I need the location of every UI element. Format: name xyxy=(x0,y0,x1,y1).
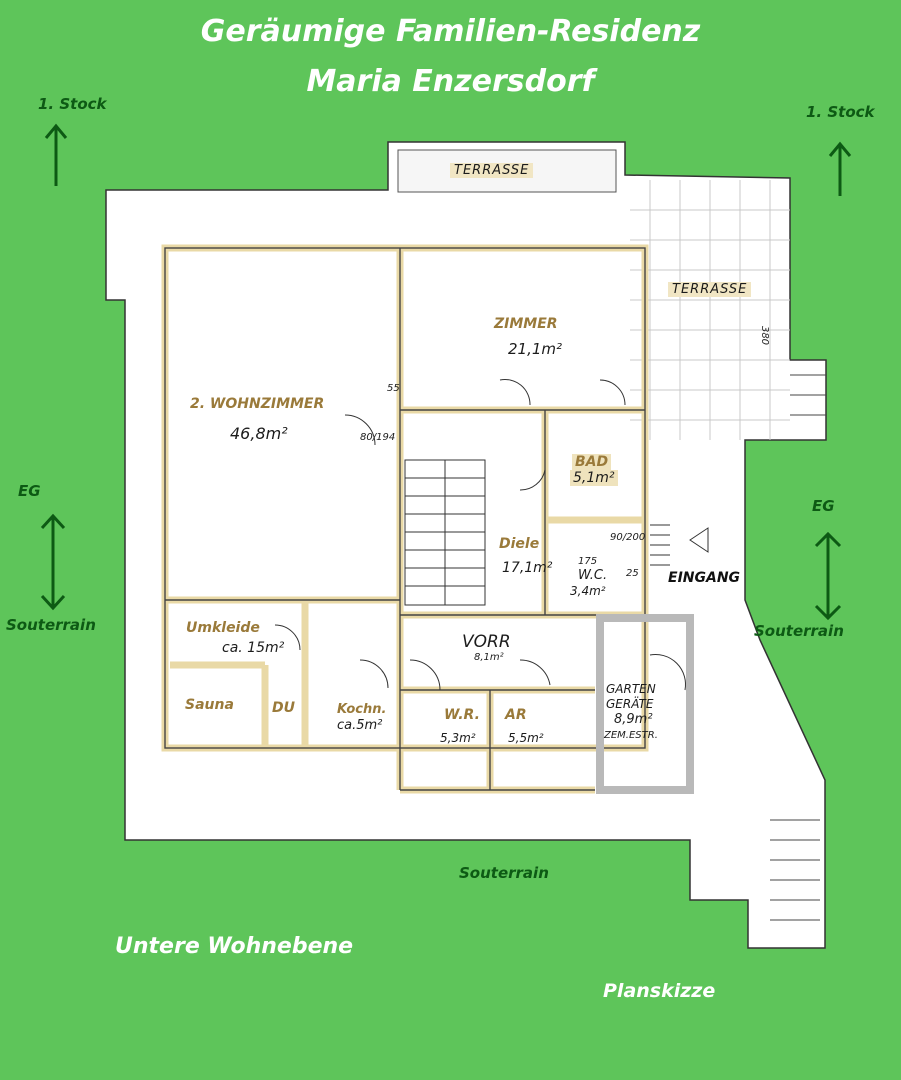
arrow-updown-left-icon xyxy=(40,512,66,612)
room-wr-area: 5,3m² xyxy=(440,731,476,745)
entrance-steps xyxy=(650,524,709,566)
label-eg-right: EG xyxy=(812,497,835,515)
arrow-updown-right-icon xyxy=(814,530,842,622)
terrace-right-label: TERRASSE xyxy=(668,282,752,297)
room-wohnzimmer-name: 2. WOHNZIMMER xyxy=(190,396,325,412)
label-souterrain-bottom: Souterrain xyxy=(459,864,549,882)
dim-380: 380 xyxy=(759,325,771,346)
room-wc-area: 3,4m² xyxy=(570,584,606,598)
room-umkleide-name: Umkleide xyxy=(186,620,260,636)
footer-level: Untere Wohnebene xyxy=(115,934,354,959)
room-kochn-name: Kochn. xyxy=(337,702,387,717)
dim-25: 25 xyxy=(626,568,639,579)
plan-paper xyxy=(105,141,827,949)
dim-door-2: 90/200 xyxy=(610,532,646,543)
room-vorr-area: 8,1m² xyxy=(474,652,504,663)
label-souterrain-right: Souterrain xyxy=(754,622,844,640)
room-diele-name: Diele xyxy=(499,536,540,552)
footer-sketch: Planskizze xyxy=(603,980,716,1002)
room-diele-area: 17,1m² xyxy=(502,560,553,576)
room-garten-name-2: GERÄTE xyxy=(606,697,654,711)
label-stock-left: 1. Stock xyxy=(38,95,107,113)
room-wohnzimmer-area: 46,8m² xyxy=(230,424,288,443)
room-bad-area: 5,1m² xyxy=(570,470,618,486)
room-garten-area: 8,9m² xyxy=(614,712,653,727)
room-garten-note: ZEM.ESTR. xyxy=(604,730,658,741)
staircase xyxy=(404,459,486,606)
dim-175: 175 xyxy=(578,556,598,567)
label-eg-left: EG xyxy=(18,482,41,500)
room-wc-name: W.C. xyxy=(578,568,608,583)
arrow-up-right-icon xyxy=(828,140,852,198)
room-bad-name: BAD xyxy=(572,454,612,470)
arrow-up-left-icon xyxy=(44,122,68,188)
title-line-2: Maria Enzersdorf xyxy=(306,64,595,99)
room-vorr-name: VORR xyxy=(462,632,511,652)
room-wr-name: W.R. xyxy=(444,707,480,723)
garden-storage-walls xyxy=(596,614,694,794)
room-ar-area: 5,5m² xyxy=(508,731,544,745)
room-kochn-area: ca.5m² xyxy=(337,718,383,733)
building-walls-ink xyxy=(164,247,646,791)
room-garten-name-1: GARTEN xyxy=(606,682,656,696)
room-ar-name: AR xyxy=(505,707,527,723)
terrace-right-grid xyxy=(630,180,790,440)
outdoor-stairs xyxy=(770,374,826,921)
label-souterrain-left: Souterrain xyxy=(6,616,96,634)
room-zimmer-area: 21,1m² xyxy=(508,340,563,358)
room-umkleide-area: ca. 15m² xyxy=(222,640,285,656)
label-stock-right: 1. Stock xyxy=(806,103,875,121)
dim-door-1: 80/194 xyxy=(360,432,396,443)
door-swings xyxy=(274,379,686,691)
entrance-label: EINGANG xyxy=(668,570,741,586)
room-zimmer-name: ZIMMER xyxy=(494,316,558,332)
room-du-name: DU xyxy=(272,700,295,716)
dim-55: 55 xyxy=(387,383,400,394)
room-sauna-name: Sauna xyxy=(185,697,234,713)
title-line-1: Geräumige Familien-Residenz xyxy=(200,14,701,49)
terrace-top-label: TERRASSE xyxy=(450,163,534,178)
